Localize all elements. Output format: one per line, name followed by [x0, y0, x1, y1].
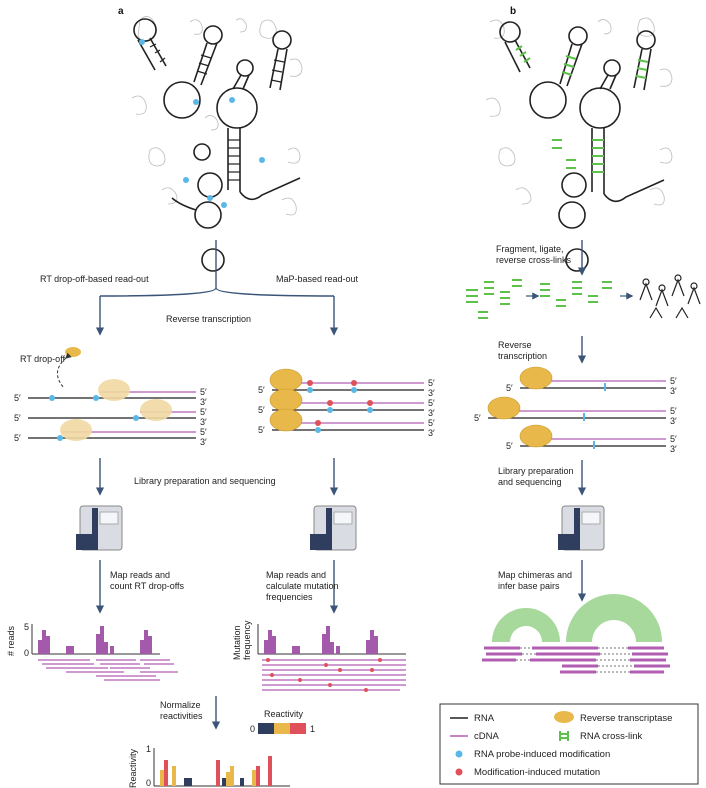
- reactivity-scale-min: 0: [250, 724, 255, 734]
- strand-3p-label: 3′: [670, 444, 677, 454]
- map-strands: 5′ 5′ 5′ 5′ 3′ 5′ 3′ 5′ 3′: [258, 368, 435, 438]
- legend-mutation: Modification-induced mutation: [474, 767, 600, 778]
- legend-probe-mod: RNA probe-induced modification: [474, 749, 610, 760]
- legend-reverse-transcriptase: Reverse transcriptase: [580, 713, 672, 724]
- strand-5p-label: 5′: [258, 385, 265, 395]
- legend: RNA cDNA Reverse transcriptase RNA cross…: [439, 703, 699, 785]
- strand-3p-label: 3′: [670, 416, 677, 426]
- label-fragment-2: reverse cross-links: [496, 255, 572, 265]
- rna-structure-b: [485, 17, 673, 272]
- rt-dropped-enzyme-icon: [65, 347, 81, 357]
- strand-5p-label: 5′: [428, 398, 435, 408]
- base-pair-arcs: [492, 594, 662, 642]
- reactivity-color-scale: Reactivity 0 1: [250, 709, 315, 734]
- strand-5p-label: 5′: [428, 418, 435, 428]
- label-map-reads-left-1: Map reads and: [110, 570, 170, 580]
- reads-tick-5: 5: [24, 622, 29, 632]
- label-normalize-2: reactivities: [160, 711, 203, 721]
- strand-3p-label: 3′: [200, 437, 207, 447]
- strand-5p-label: 5′: [506, 441, 513, 451]
- label-map-chimeras-1: Map chimeras and: [498, 570, 572, 580]
- library-arrows-a: [95, 458, 339, 496]
- label-map-reads-left-2: count RT drop-offs: [110, 581, 185, 591]
- label-reverse-transcription-b-1: Reverse: [498, 340, 532, 350]
- strand-5p-label: 5′: [200, 407, 207, 417]
- label-reverse-transcription-b-2: transcription: [498, 351, 547, 361]
- strand-5p-label: 5′: [506, 383, 513, 393]
- legend-probe-icon: [455, 750, 463, 758]
- legend-crosslink-icon: [559, 731, 569, 741]
- rt-dropoff-label: RT drop-off: [20, 354, 66, 364]
- legend-crosslink: RNA cross-link: [580, 731, 643, 742]
- reads-histogram: 5 0 # reads: [6, 622, 178, 681]
- label-reverse-transcription-a: Reverse transcription: [166, 314, 251, 324]
- reads-axis-label: # reads: [6, 625, 16, 656]
- reactivity-tick-1: 1: [146, 744, 151, 754]
- label-map-readout: MaP-based read-out: [276, 274, 359, 284]
- strand-5p-label: 5′: [200, 427, 207, 437]
- reactivity-tick-0: 0: [146, 778, 151, 788]
- legend-enzyme-icon: [554, 711, 574, 723]
- strand-5p-label: 5′: [14, 433, 21, 443]
- sequencer-icon: [76, 505, 123, 551]
- strand-5p-label: 5′: [670, 376, 677, 386]
- strand-3p-label: 3′: [200, 417, 207, 427]
- rna-structure-a: [131, 16, 303, 272]
- reactivity-scale-max: 1: [310, 724, 315, 734]
- label-map-chimeras-2: infer base pairs: [498, 581, 560, 591]
- panel-b-letter: b: [510, 6, 516, 17]
- strand-3p-label: 3′: [428, 428, 435, 438]
- label-library-prep-b-1: Library preparation: [498, 466, 574, 476]
- strand-5p-label: 5′: [428, 378, 435, 388]
- label-map-reads-right-2: calculate mutation: [266, 581, 339, 591]
- label-map-reads-right-1: Map reads and: [266, 570, 326, 580]
- strand-3p-label: 3′: [428, 408, 435, 418]
- chimera-reads: [482, 646, 670, 674]
- strand-5p-label: 5′: [258, 405, 265, 415]
- strand-5p-label: 5′: [474, 413, 481, 423]
- reads-tick-0: 0: [24, 648, 29, 658]
- chimera-strands: 5′ 5′ 5′ 5′ 3′ 5′ 3′ 5′ 3′: [474, 366, 677, 454]
- branch-arrows-a: [95, 240, 339, 336]
- legend-mutation-icon: [455, 768, 463, 776]
- strand-3p-label: 3′: [200, 397, 207, 407]
- reactivity-scale-title: Reactivity: [264, 709, 304, 719]
- strand-3p-label: 3′: [428, 388, 435, 398]
- sequencer-icon: [558, 505, 605, 551]
- rt-dropoff-arrow: [57, 352, 72, 389]
- label-library-prep-a: Library preparation and sequencing: [134, 476, 276, 486]
- label-fragment-1: Fragment, ligate,: [496, 244, 564, 254]
- sequencer-icon: [310, 505, 357, 551]
- strand-5p-label: 5′: [14, 413, 21, 423]
- strand-5p-label: 5′: [200, 387, 207, 397]
- map-arrows-a: [95, 560, 339, 614]
- reactivity-bar-chart: 1 0 Reactivity: [128, 744, 290, 788]
- legend-rna: RNA: [474, 713, 495, 724]
- mutation-axis-label-2: frequency: [242, 620, 252, 660]
- strand-5p-label: 5′: [258, 425, 265, 435]
- label-normalize-1: Normalize: [160, 700, 201, 710]
- mutation-histogram: Mutation frequency: [232, 620, 406, 692]
- label-rt-dropoff-readout: RT drop-off-based read-out: [40, 274, 149, 284]
- strand-5p-label: 5′: [670, 406, 677, 416]
- mutation-axis-label-1: Mutation: [232, 625, 242, 660]
- legend-cdna: cDNA: [474, 731, 499, 742]
- crosslinked-fragments: [466, 274, 701, 319]
- reactivity-axis-label: Reactivity: [128, 748, 138, 788]
- label-map-reads-right-3: frequencies: [266, 592, 313, 602]
- panel-a-letter: a: [118, 6, 124, 17]
- strand-5p-label: 5′: [14, 393, 21, 403]
- strand-3p-label: 3′: [670, 386, 677, 396]
- strand-5p-label: 5′: [670, 434, 677, 444]
- rt-dropoff-strands: RT drop-off 5′ 5′ 5′ 5′ 3′: [14, 347, 207, 447]
- label-library-prep-b-2: and sequencing: [498, 477, 562, 487]
